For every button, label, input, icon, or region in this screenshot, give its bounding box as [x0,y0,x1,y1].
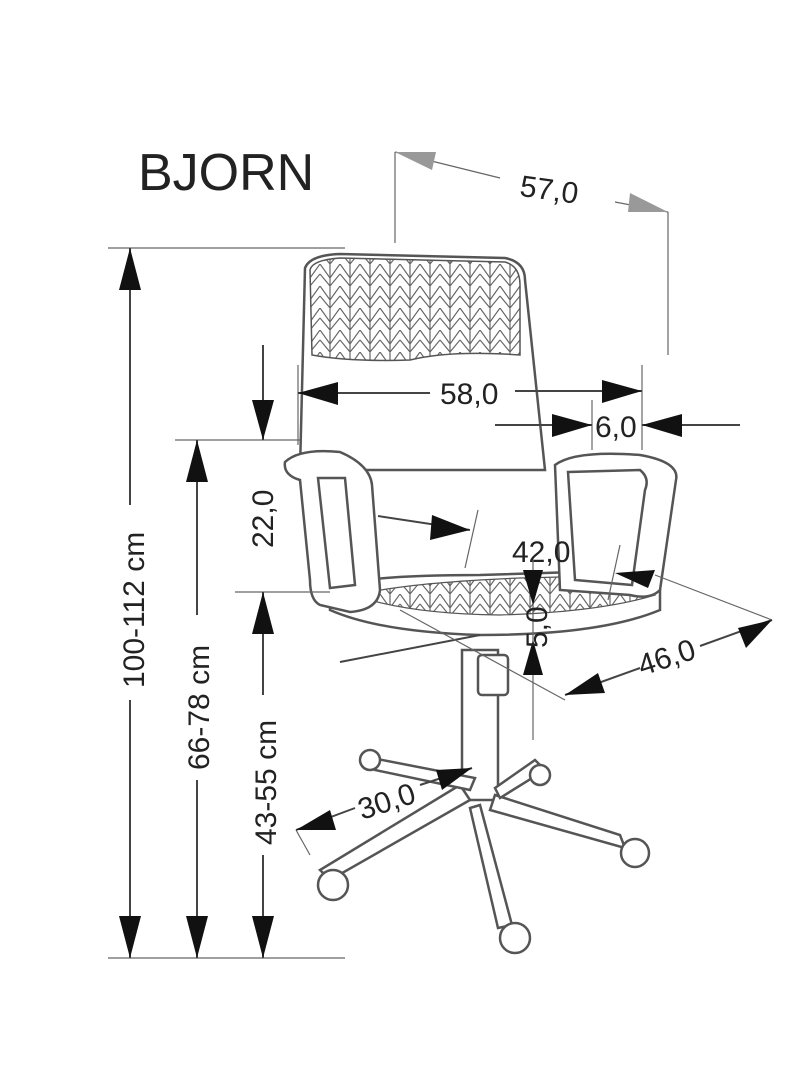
dimension-seat-height: 43-55 cm [235,591,330,958]
dim-depth-total-label: 57,0 [518,170,580,211]
dimension-width: 58,0 [297,365,643,450]
chair-drawing [283,252,678,955]
dimension-seat-thickness: 5,0 [521,560,554,740]
dim-backrest-height-label: 22,0 [247,490,280,548]
product-title: BJORN [138,144,314,202]
dim-armrest-height-label: 66-78 cm [183,645,216,770]
dimension-backrest-height: 22,0 [175,345,300,548]
dim-height-total-label: 100-112 cm [118,532,151,688]
dim-seat-depth-label: 46,0 [634,633,700,682]
dim-seat-height-label: 43-55 cm [250,720,283,845]
dimension-armrest-width: 6,0 [495,400,740,450]
dimension-armrest-height: 66-78 cm [183,440,216,958]
dim-armrest-width-label: 6,0 [595,411,637,444]
dimension-height-total: 100-112 cm [108,247,345,959]
dim-width-label: 58,0 [440,378,498,411]
dimension-seat-width: 42,0 [377,509,655,601]
dim-seat-thickness-label: 5,0 [521,606,554,648]
dim-seat-width-label: 42,0 [512,536,570,569]
dimension-depth-total: 57,0 [394,151,669,355]
